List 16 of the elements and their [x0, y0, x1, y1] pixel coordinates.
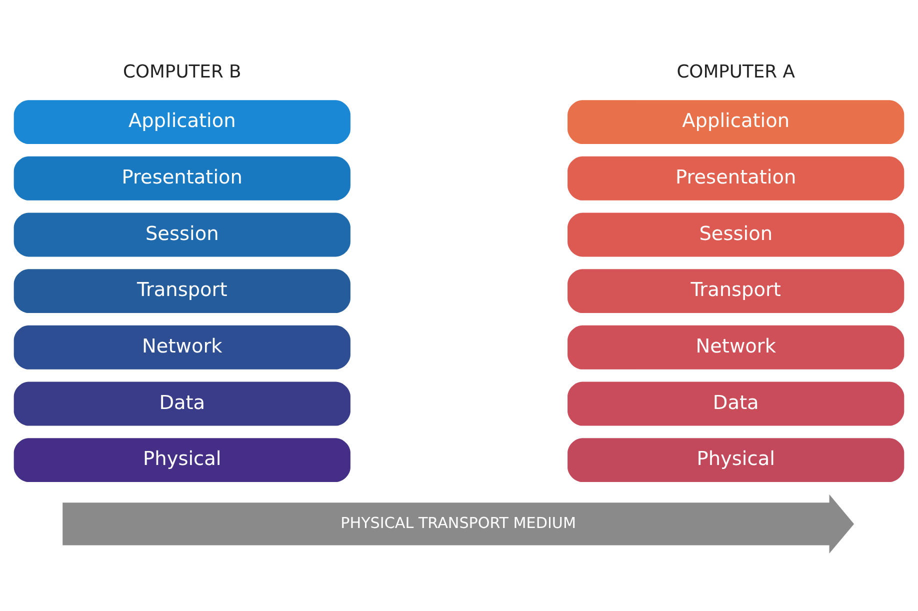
label: COMPUTER B: [122, 61, 242, 82]
node-box: Data: [14, 382, 350, 426]
node-box: Transport: [14, 269, 350, 314]
node-box: Physical: [14, 438, 350, 482]
node-box: Physical: [568, 438, 904, 482]
node-box: Presentation: [14, 156, 350, 200]
node-box: Presentation: [568, 156, 904, 200]
node-box: Network: [568, 325, 904, 370]
node-box: Transport: [568, 269, 904, 314]
node-box: Application: [14, 100, 350, 144]
node-box: Session: [14, 212, 350, 257]
node-box: Session: [568, 212, 904, 257]
label: COMPUTER A: [676, 61, 795, 82]
node-box: Data: [568, 382, 904, 426]
node-box: Network: [14, 325, 350, 370]
node-box: Application: [568, 100, 904, 144]
